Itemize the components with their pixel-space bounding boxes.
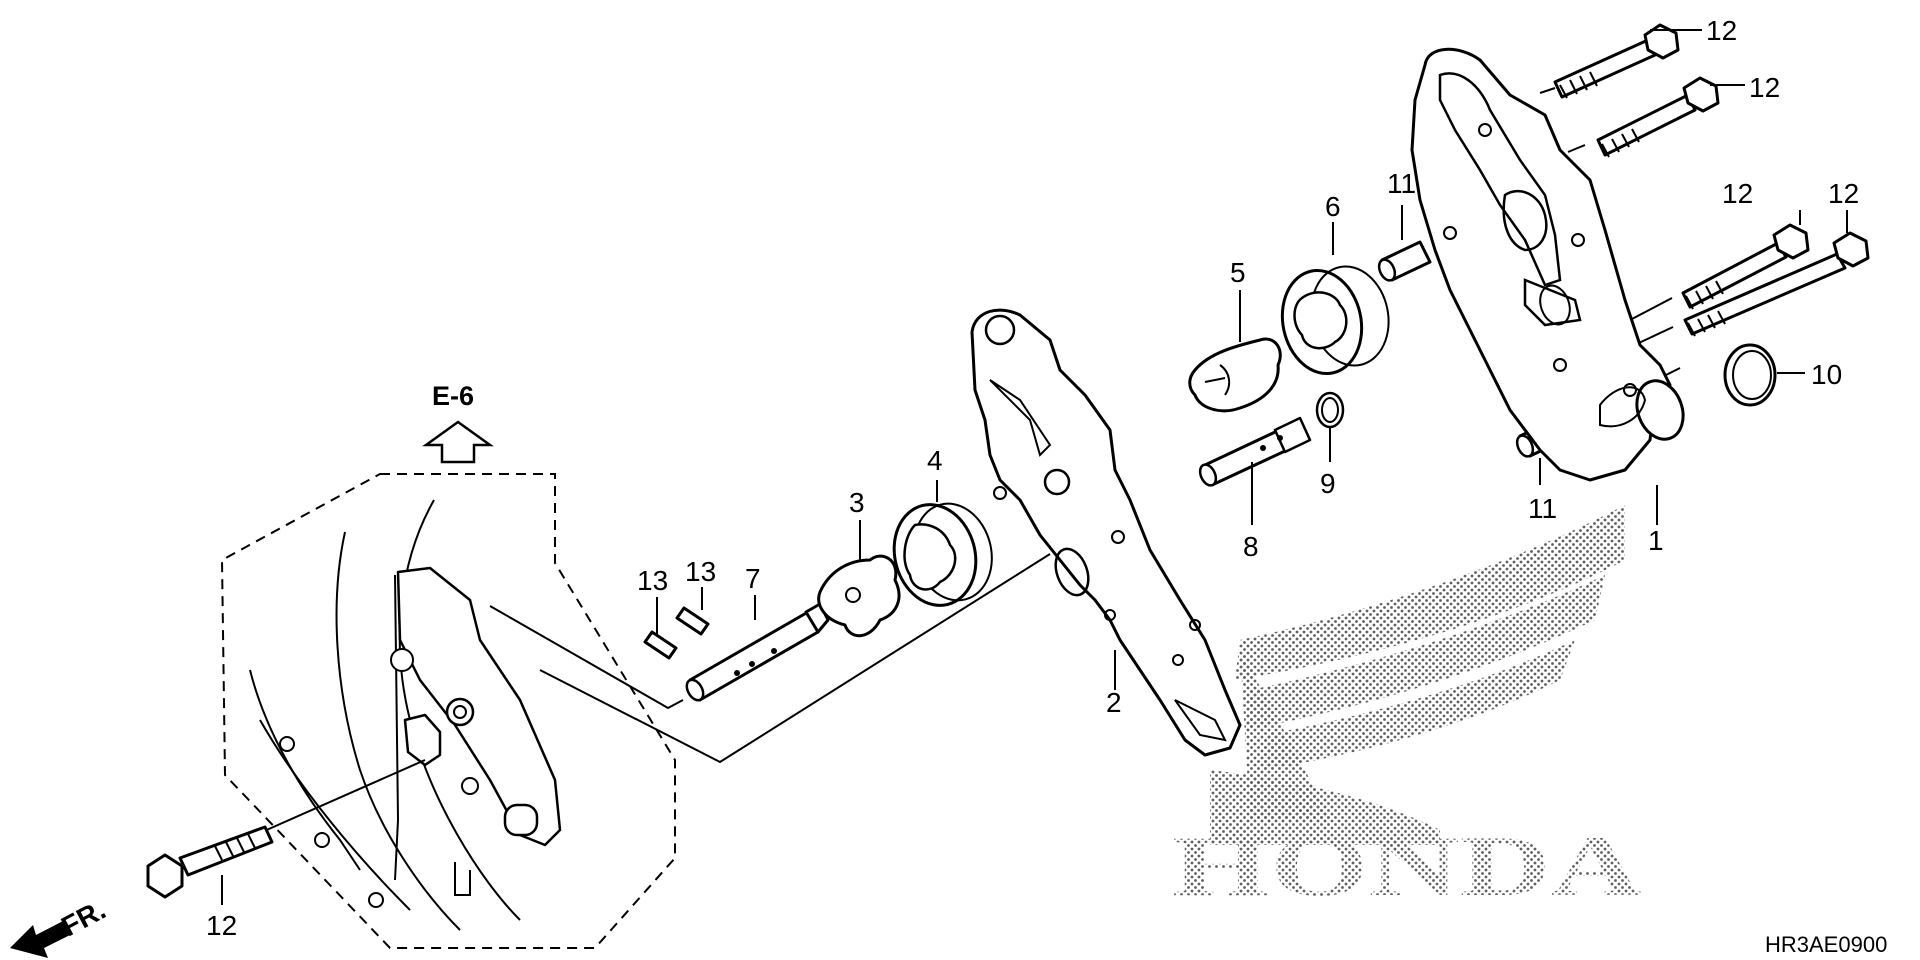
drawing-code: HR3AE0900 — [1765, 932, 1887, 957]
callout-3: 3 — [849, 487, 865, 518]
callout-8: 8 — [1243, 531, 1259, 562]
honda-wordmark: HONDA — [1172, 818, 1642, 914]
flange-bolt-12-mid[interactable] — [1681, 223, 1810, 310]
callout-12: 12 — [206, 910, 237, 941]
callout-12: 12 — [1706, 15, 1737, 46]
callout-6: 6 — [1325, 191, 1341, 222]
callout-10: 10 — [1811, 359, 1842, 390]
section-reference-label[interactable]: E-6 — [432, 381, 474, 411]
front-arrow-icon — [10, 920, 72, 958]
engine-case-dashed-outline — [220, 473, 676, 949]
callout-leaders — [221, 29, 1848, 905]
flange-bolt-12-top-2[interactable] — [1596, 76, 1720, 158]
callout-7: 7 — [745, 563, 761, 594]
engine-case-detail — [249, 499, 562, 931]
o-ring-9[interactable] — [1315, 391, 1345, 429]
dowel-pin-13-b[interactable] — [675, 606, 710, 636]
flange-bolt-12-left[interactable] — [146, 825, 274, 899]
pump-shaft-7[interactable] — [683, 602, 830, 703]
callout-4: 4 — [927, 445, 943, 476]
callout-11: 11 — [1528, 493, 1557, 524]
inner-rotor-3[interactable] — [817, 554, 901, 638]
callout-13: 13 — [685, 556, 716, 587]
callout-13: 13 — [637, 565, 668, 596]
callout-12: 12 — [1828, 178, 1859, 209]
outer-rotor-6[interactable] — [1273, 259, 1398, 381]
outer-rotor-4[interactable] — [883, 495, 1002, 615]
up-arrow-icon — [422, 420, 494, 464]
flange-bolt-12-right[interactable] — [1683, 231, 1870, 337]
callout-1: 1 — [1648, 525, 1664, 556]
dowel-pin-11-upper[interactable] — [1376, 240, 1432, 283]
oil-pump-body-1[interactable] — [1410, 47, 1691, 482]
pump-shaft-8[interactable] — [1197, 416, 1312, 488]
pump-plate-2[interactable] — [970, 308, 1242, 757]
o-ring-10[interactable] — [1723, 343, 1777, 407]
callout-9: 9 — [1320, 468, 1336, 499]
callout-11: 11 — [1387, 168, 1416, 199]
flange-bolt-12-top-1[interactable] — [1553, 23, 1680, 99]
callout-5: 5 — [1230, 257, 1246, 288]
inner-rotor-5[interactable] — [1188, 337, 1282, 413]
callout-12: 12 — [1749, 72, 1780, 103]
dowel-pin-13-a[interactable] — [643, 630, 678, 660]
callout-12: 12 — [1722, 178, 1753, 209]
honda-watermark-logo: HONDA — [1172, 505, 1642, 914]
callout-labels: 12 12 12 12 10 1 11 11 6 5 9 8 4 3 7 13 … — [206, 15, 1859, 941]
front-direction-indicator: FR. — [10, 894, 111, 958]
callout-2: 2 — [1106, 687, 1122, 718]
